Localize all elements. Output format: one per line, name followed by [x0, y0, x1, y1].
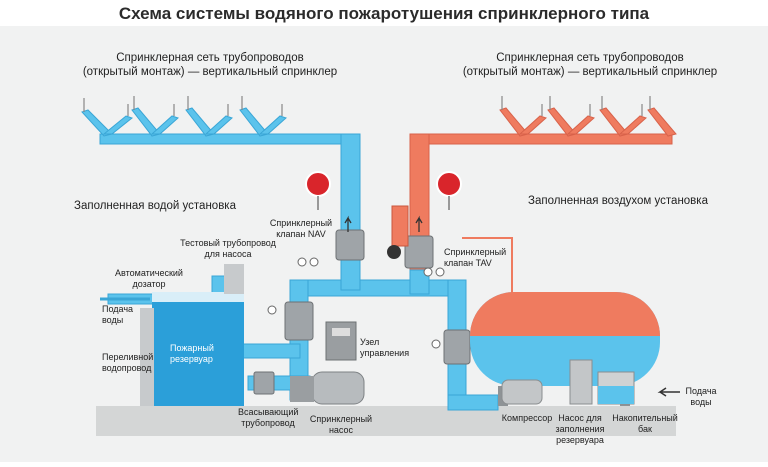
- network-right-line2: (открытый монтаж) — вертикальный спринкл…: [462, 66, 718, 78]
- auto-doser-line2: дозатор: [132, 279, 166, 289]
- supply-left-line2: воды: [102, 315, 124, 325]
- supply-right-line1: Подача: [685, 386, 717, 396]
- sprinkler-pump-label: Спринклерный насос: [306, 414, 376, 436]
- page-title: Схема системы водяного пожаротушения спр…: [118, 4, 650, 23]
- sprinkler-pump-line1: Спринклерный: [309, 414, 373, 424]
- storage-tank-line1: Накопительный: [612, 413, 678, 423]
- fill-pump-line3: резервуара: [556, 435, 604, 445]
- network-right-line1: Спринклерная сеть трубопроводов: [496, 52, 684, 64]
- control-unit-label: Узел управления: [360, 337, 409, 359]
- accelerator-device: [387, 245, 401, 259]
- supply-left-label: Подача воды: [102, 304, 133, 326]
- test-pipe-line2: для насоса: [204, 249, 252, 259]
- network-left-line1: Спринклерная сеть трубопроводов: [116, 52, 304, 64]
- air-tank: [470, 292, 660, 406]
- valve-nav-line2: клапан NAV: [276, 229, 326, 239]
- alarm-bell-left: [305, 171, 331, 210]
- floor: [96, 406, 676, 436]
- auto-doser-label: Автоматический дозатор: [114, 268, 184, 290]
- suction-line1: Всасывающий: [238, 407, 299, 417]
- valve-tav-line1: Спринклерный: [444, 247, 507, 257]
- right-sprinkler-heads: [501, 96, 651, 116]
- network-right-caption: Спринклерная сеть трубопроводов (открыты…: [440, 51, 740, 79]
- supply-right-line2: воды: [690, 397, 712, 407]
- sprinkler-pump: [290, 371, 365, 405]
- sprinkler-pump-line2: насос: [328, 425, 354, 435]
- fill-pump-unit: [569, 359, 593, 405]
- overflow-label: Переливной водопровод: [102, 352, 153, 374]
- auto-doser-line1: Автоматический: [115, 268, 183, 278]
- compressor-unit: [501, 379, 543, 405]
- air-line: [462, 237, 513, 300]
- orange-valve-section: [391, 205, 409, 247]
- fire-tank-line2: резервуар: [170, 354, 213, 364]
- control-unit-line1: Узел: [360, 337, 380, 347]
- fill-pump-line2: заполнения: [555, 424, 605, 434]
- storage-tank-line2: бак: [638, 424, 652, 434]
- water-supply-right-arrow: [657, 387, 680, 397]
- water-installation-label: Заполненная водой установка: [74, 200, 236, 212]
- supply-right-label: Подача воды: [678, 386, 724, 408]
- flow-arrow-left: [344, 215, 352, 232]
- storage-tank-label: Накопительный бак: [612, 413, 678, 435]
- air-installation-label: Заполненная воздухом установка: [528, 195, 708, 207]
- left-sprinkler-heads: [83, 96, 283, 116]
- fire-tank-label: Пожарный резервуар: [170, 343, 214, 365]
- supply-left-line1: Подача: [102, 304, 134, 314]
- control-unit-line2: управления: [360, 348, 410, 358]
- overflow-line1: Переливной: [102, 352, 154, 362]
- valve-tav-line2: клапан TAV: [444, 258, 492, 268]
- suction-line2: трубопровод: [241, 418, 295, 428]
- background-panel: [0, 26, 768, 462]
- fill-pump-label: Насос для заполнения резервуара: [552, 413, 608, 446]
- valve-tav-label: Спринклерный клапан TAV: [444, 247, 506, 269]
- valve-nav-line1: Спринклерный: [269, 218, 333, 228]
- fill-pump-line1: Насос для: [558, 413, 602, 423]
- fire-tank: [140, 264, 244, 406]
- network-left-line2: (открытый монтаж) — вертикальный спринкл…: [82, 66, 338, 78]
- test-pipe-label: Тестовый трубопровод для насоса: [178, 238, 278, 260]
- control-unit-cabinet: [325, 321, 357, 361]
- alarm-bell-right: [436, 171, 462, 210]
- suction-label: Всасывающий трубопровод: [238, 407, 298, 429]
- storage-tank-water: [598, 386, 634, 404]
- valves: [253, 229, 471, 395]
- compressor-label: Компрессор: [501, 413, 553, 423]
- flow-arrow-right: [415, 215, 423, 232]
- valve-nav-label: Спринклерный клапан NAV: [266, 218, 336, 240]
- overflow-line2: водопровод: [102, 363, 152, 373]
- test-pipe-line1: Тестовый трубопровод: [180, 238, 276, 248]
- network-left-caption: Спринклерная сеть трубопроводов (открыты…: [60, 51, 360, 79]
- fire-tank-line1: Пожарный: [170, 343, 214, 353]
